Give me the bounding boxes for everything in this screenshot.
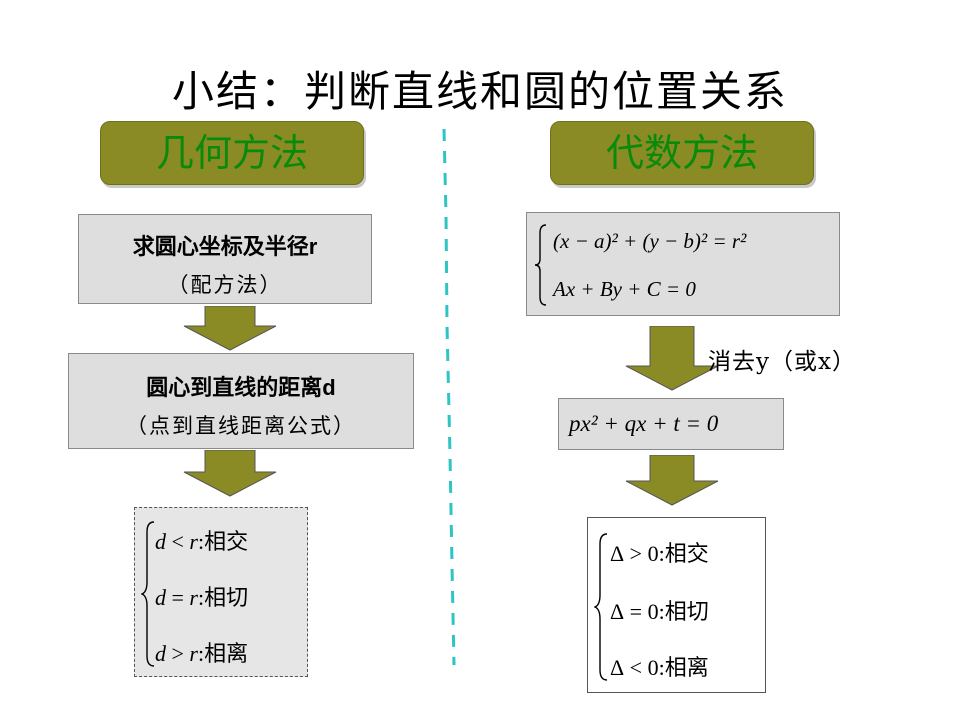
geometric-cases-box: d < r:相交 d = r:相切 d > r:相离: [134, 507, 308, 677]
down-arrow-4: [625, 455, 719, 506]
center-line-distance-box: 圆心到直线的距离d （点到直线距离公式）: [68, 353, 414, 449]
down-arrow-1: [183, 306, 277, 351]
geometric-method-label: 几何方法: [155, 131, 308, 175]
algebraic-method-header: 代数方法: [550, 121, 814, 185]
algebraic-method-label: 代数方法: [605, 131, 758, 175]
point-line-distance-formula-note: （点到直线距离公式）: [126, 414, 356, 438]
eliminate-variable-note: 消去y（或x）: [708, 349, 856, 375]
geometric-case-tangent: d = r:相切: [155, 585, 249, 611]
algebraic-case-tangent: Δ = 0:相切: [610, 599, 709, 625]
find-center-radius-box: 求圆心坐标及半径r （配方法）: [78, 214, 372, 304]
page-title: 小结：判断直线和圆的位置关系: [171, 67, 788, 116]
system-brace: [534, 224, 547, 306]
right-brace: [594, 533, 608, 681]
complete-square-note: （配方法）: [167, 273, 283, 297]
geometric-method-header: 几何方法: [100, 121, 364, 185]
down-arrow-3: [625, 326, 719, 391]
find-center-radius-text: 求圆心坐标及半径r: [132, 234, 318, 259]
center-line-distance-text: 圆心到直线的距离d: [146, 375, 336, 400]
center-divider: [442, 128, 456, 666]
equation-system-box: (x − a)² + (y − b)² = r² Ax + By + C = 0: [526, 212, 840, 316]
algebraic-case-intersect: Δ > 0:相交: [610, 541, 709, 567]
quadratic-equation-box: px² + qx + t = 0: [558, 398, 784, 450]
quadratic-equation: px² + qx + t = 0: [569, 411, 719, 436]
line-equation: Ax + By + C = 0: [553, 277, 696, 301]
geometric-case-intersect: d < r:相交: [155, 529, 249, 555]
circle-equation: (x − a)² + (y − b)² = r²: [553, 229, 747, 253]
down-arrow-2: [183, 450, 277, 497]
algebraic-cases-box: Δ > 0:相交 Δ = 0:相切 Δ < 0:相离: [587, 517, 766, 693]
left-brace: [141, 521, 155, 667]
geometric-case-separate: d > r:相离: [155, 641, 249, 667]
algebraic-case-separate: Δ < 0:相离: [610, 655, 709, 681]
